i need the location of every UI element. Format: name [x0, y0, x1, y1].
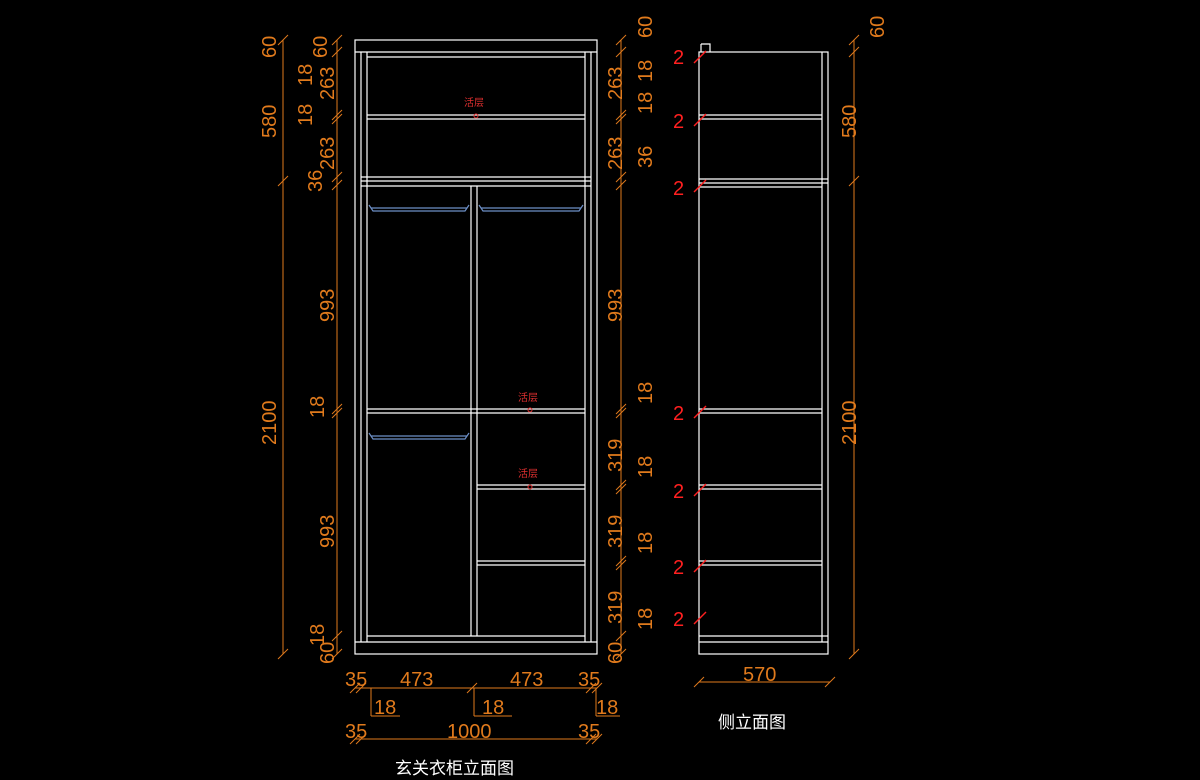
dim-right-263b: 263 — [605, 137, 627, 170]
dim-right-319a: 319 — [605, 439, 627, 472]
side-mark-1: 2 — [673, 47, 684, 69]
dim-left-580: 580 — [259, 105, 281, 138]
side-markers — [693, 50, 707, 625]
dim-bottom-473-left: 473 — [400, 669, 433, 691]
dim-bottom-35-left-2: 35 — [345, 721, 367, 743]
side-mark-3: 2 — [673, 178, 684, 200]
dim-left-263a: 263 — [317, 67, 339, 100]
side-marker-labels: 2 2 2 2 2 2 2 — [673, 47, 684, 631]
dim-left-18c: 18 — [307, 396, 329, 418]
dim-right-319b: 319 — [605, 515, 627, 548]
shelf-tag-3: 活层 — [518, 468, 538, 480]
front-elevation-title: 玄关衣柜立面图 — [395, 759, 514, 779]
side-mark-6: 2 — [673, 557, 684, 579]
dim-left-60b: 60 — [310, 36, 332, 58]
side-top-notch — [700, 43, 711, 52]
dim-bottom-35-right: 35 — [578, 669, 600, 691]
side-dim-labels: 60 580 2100 570 — [743, 16, 889, 686]
dim-bottom-18-right: 18 — [596, 697, 618, 719]
right-dimensions — [615, 34, 627, 660]
side-dim-580: 580 — [839, 105, 861, 138]
side-dim-2100: 2100 — [839, 401, 861, 446]
rail-upper-right — [478, 204, 584, 212]
side-dimensions — [693, 34, 860, 688]
dim-bottom-35-left: 35 — [345, 669, 367, 691]
dim-bottom-1000: 1000 — [447, 721, 492, 743]
bottom-dimensions — [349, 682, 620, 745]
dim-left-36: 36 — [305, 170, 327, 192]
rail-upper-left — [368, 204, 470, 212]
dim-bottom-18-left: 18 — [374, 697, 396, 719]
dim-left-60a: 60 — [259, 36, 281, 58]
bottom-dim-labels: 35 473 473 35 18 18 18 35 1000 35 — [345, 669, 618, 743]
dim-right-18e: 18 — [635, 532, 657, 554]
dim-right-18c: 18 — [635, 382, 657, 404]
dim-right-60a: 60 — [635, 16, 657, 38]
shelf-tags: 活层 活层 活层 — [464, 97, 538, 490]
side-outline — [698, 51, 829, 655]
dim-left-993-lower: 993 — [317, 515, 339, 548]
dim-right-18b: 18 — [635, 92, 657, 114]
front-elevation — [354, 39, 598, 655]
side-dim-60: 60 — [867, 16, 889, 38]
right-dim-labels: 60 263 18 18 263 36 993 18 319 18 319 18… — [605, 16, 657, 664]
side-mark-7: 2 — [673, 609, 684, 631]
dim-right-993: 993 — [605, 289, 627, 322]
side-mark-5: 2 — [673, 481, 684, 503]
dim-left-18b: 18 — [295, 104, 317, 126]
dim-right-263a: 263 — [605, 67, 627, 100]
left-dimensions — [277, 34, 343, 660]
dim-bottom-18-mid: 18 — [482, 697, 504, 719]
dim-bottom-35-right-2: 35 — [578, 721, 600, 743]
hanging-rails — [368, 204, 584, 440]
side-dim-570: 570 — [743, 664, 776, 686]
dim-left-2100: 2100 — [259, 401, 281, 446]
dim-right-18d: 18 — [635, 456, 657, 478]
dim-left-18d: 18 — [307, 624, 329, 646]
dim-left-263b: 263 — [317, 137, 339, 170]
side-elevation-title: 侧立面图 — [718, 713, 786, 733]
dim-right-18a: 18 — [635, 60, 657, 82]
left-dim-labels: 60 60 18 263 580 18 263 36 993 2100 18 9… — [259, 36, 339, 664]
shelf-tag-1: 活层 — [464, 97, 484, 109]
dim-bottom-473-right: 473 — [510, 669, 543, 691]
dim-right-18f: 18 — [635, 608, 657, 630]
side-elevation — [698, 43, 829, 655]
dim-left-18a: 18 — [295, 64, 317, 86]
dim-left-993-upper: 993 — [317, 289, 339, 322]
dim-right-36: 36 — [635, 146, 657, 168]
rail-lower-left — [368, 432, 470, 440]
shelf-tag-2: 活层 — [518, 392, 538, 404]
side-mark-2: 2 — [673, 111, 684, 133]
dim-right-319c: 319 — [605, 591, 627, 624]
dim-right-60b: 60 — [605, 642, 627, 664]
side-mark-4: 2 — [673, 403, 684, 425]
dim-left-60c: 60 — [317, 642, 339, 664]
cabinet-outline — [354, 39, 598, 655]
